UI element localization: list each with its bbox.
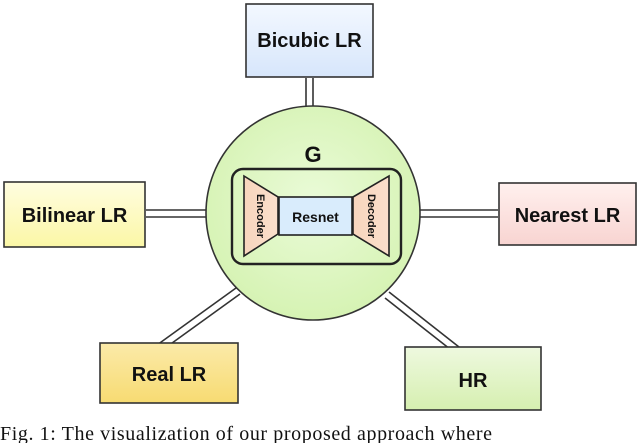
node-bicubic-lr-label: Bicubic LR <box>257 30 362 52</box>
resnet-box: Resnet <box>278 196 353 236</box>
node-real-lr: Real LR <box>99 342 239 404</box>
node-bilinear-lr: Bilinear LR <box>3 181 146 248</box>
network-block: Encoder Resnet Decoder <box>230 167 403 266</box>
decoder-shape: Decoder <box>352 174 390 258</box>
node-nearest-lr: Nearest LR <box>498 182 637 246</box>
node-bilinear-lr-label: Bilinear LR <box>22 205 128 227</box>
encoder-shape: Encoder <box>243 174 279 258</box>
encoder-label: Encoder <box>254 194 266 239</box>
figure-caption: Fig. 1: The visualization of our propose… <box>0 423 493 443</box>
node-hr-label: HR <box>459 370 488 392</box>
resnet-label: Resnet <box>292 209 339 225</box>
connector-real <box>156 287 241 352</box>
generator-label: G <box>304 142 321 167</box>
node-nearest-lr-label: Nearest LR <box>515 205 621 227</box>
connector-hr <box>384 291 460 354</box>
connector-nearest <box>420 209 498 218</box>
connector-bilinear <box>146 209 207 218</box>
node-real-lr-label: Real LR <box>132 364 207 386</box>
node-bicubic-lr: Bicubic LR <box>245 3 374 78</box>
decoder-label: Decoder <box>365 194 377 239</box>
node-hr: HR <box>404 346 542 411</box>
